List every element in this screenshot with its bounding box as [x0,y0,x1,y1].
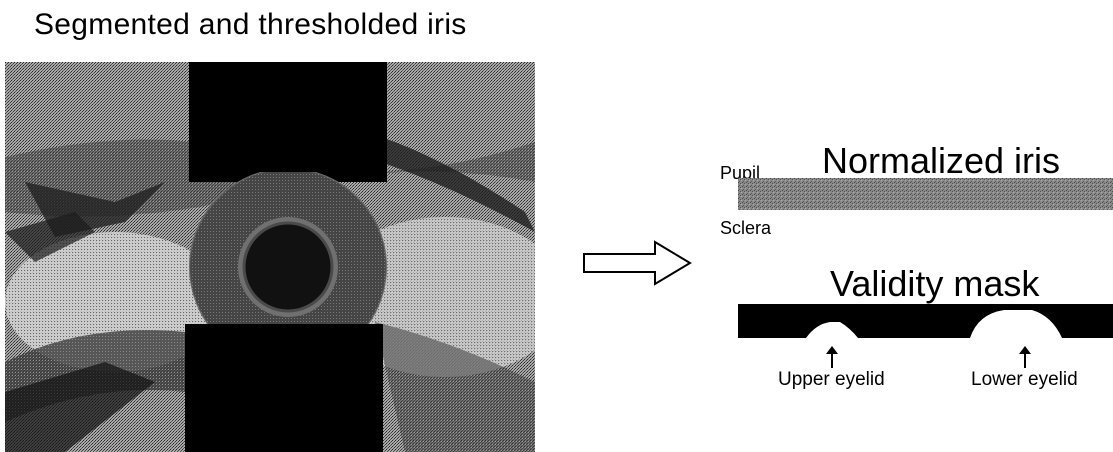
normalized-iris-title: Normalized iris [822,140,1060,182]
lower-eyelid-label: Lower eyelid [971,369,1078,391]
eye-illustration [5,62,535,452]
upper-eyelid-arrow-icon [825,346,839,368]
validity-mask-title: Validity mask [830,263,1039,305]
lower-eyelid-arrow-icon [1018,346,1032,368]
normalized-iris-strip [738,178,1113,210]
validity-mask-strip [738,304,1113,354]
upper-eyelid-label: Upper eyelid [778,369,885,391]
segmented-eye-image [5,62,535,452]
sclera-label: Sclera [720,218,771,239]
right-arrow-icon [583,240,693,286]
figure-title: Segmented and thresholded iris [34,8,467,42]
